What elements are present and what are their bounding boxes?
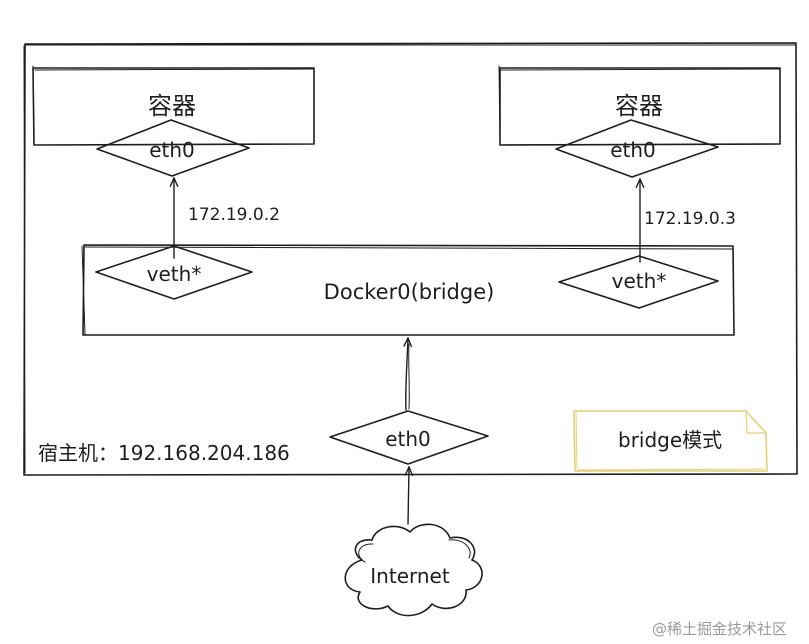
host-label: 宿主机：192.168.204.186 <box>38 441 290 465</box>
ip-right: 172.19.0.3 <box>644 209 736 229</box>
container-left-title: 容器 <box>148 92 196 120</box>
veth-right: veth* <box>612 269 667 293</box>
host-eth0-label: eth0 <box>385 427 431 451</box>
container-left-eth0: eth0 <box>149 138 195 162</box>
container-right-eth0: eth0 <box>610 138 656 162</box>
note-bridge-mode: bridge模式 <box>573 410 768 472</box>
internet-cloud-icon: Internet <box>344 523 483 617</box>
container-right: 容器 eth0 <box>498 65 781 178</box>
bridge-label: Docker0(bridge) <box>324 280 495 304</box>
docker0-bridge: Docker0(bridge) veth* veth* <box>81 244 735 336</box>
note-text: bridge模式 <box>618 428 722 452</box>
watermark: @稀土掘金技术社区 <box>652 620 787 638</box>
internet-label: Internet <box>370 564 450 588</box>
veth-left: veth* <box>147 262 202 286</box>
arrow-internet-to-eth0 <box>408 467 409 525</box>
ip-left: 172.19.0.2 <box>188 205 280 225</box>
arrow-eth0-to-bridge <box>406 338 408 411</box>
container-right-title: 容器 <box>615 92 663 120</box>
host-eth0: eth0 <box>329 410 489 465</box>
container-left: 容器 eth0 <box>32 65 315 177</box>
host-box <box>23 42 798 476</box>
